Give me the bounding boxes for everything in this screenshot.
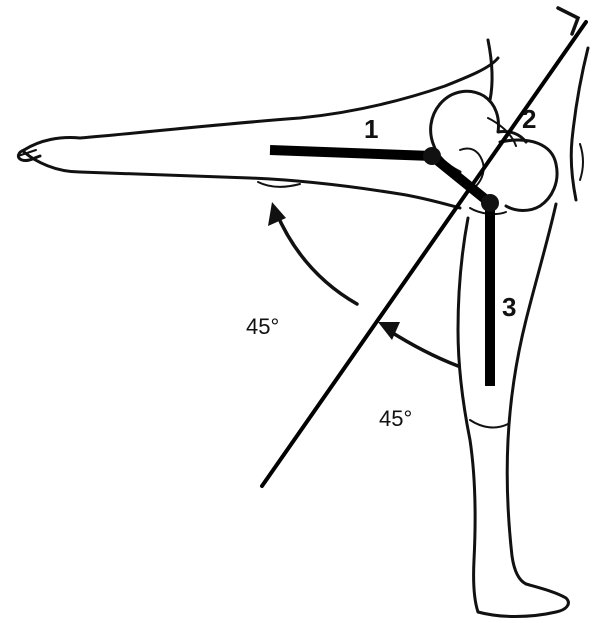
raised-leg-knee-detail bbox=[258, 182, 300, 187]
segment-1-label: 1 bbox=[364, 114, 378, 144]
segment-2-label: 2 bbox=[522, 104, 536, 134]
torso-left-edge bbox=[488, 40, 492, 100]
hip-joint-dot-upper bbox=[423, 147, 441, 165]
standing-leg-outer-contour bbox=[507, 204, 556, 584]
raised-leg-upper-contour bbox=[24, 58, 498, 150]
hip-joint-dot-lower bbox=[481, 194, 499, 212]
angle-arc-lower bbox=[388, 330, 458, 366]
reference-axis-arrowhead bbox=[558, 8, 578, 34]
torso-right-edge bbox=[571, 48, 588, 200]
standing-foot bbox=[478, 584, 568, 617]
body-outline bbox=[18, 40, 588, 617]
standing-leg-inner-contour bbox=[458, 218, 478, 612]
pelvis-ilium bbox=[440, 91, 526, 142]
torso-side-mark bbox=[580, 144, 583, 180]
raised-leg-lower-contour bbox=[24, 152, 460, 208]
angle-arc-upper bbox=[276, 212, 357, 304]
angle-lower-label: 45° bbox=[379, 406, 412, 431]
segment-3-label: 3 bbox=[502, 292, 516, 322]
segment-1-bar bbox=[270, 150, 432, 156]
sacrum bbox=[500, 140, 557, 210]
angle-arc-upper-arrowhead bbox=[268, 202, 286, 226]
angle-upper-label: 45° bbox=[246, 314, 279, 339]
standing-knee-detail bbox=[470, 420, 508, 427]
